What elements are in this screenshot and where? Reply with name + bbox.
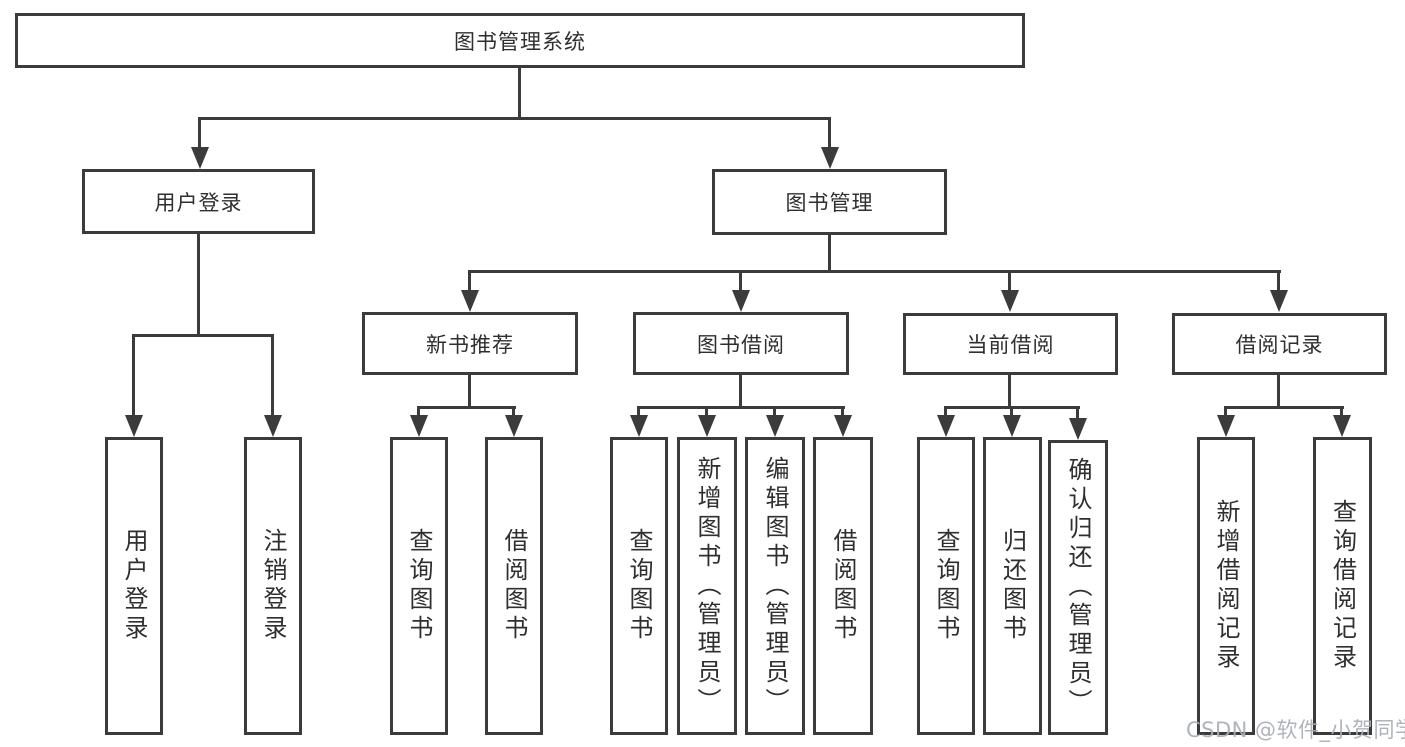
arrow-down-icon [264, 415, 282, 437]
connector-line [705, 406, 708, 418]
leaf-logout: 注销登录 [244, 437, 302, 735]
connector-line [739, 375, 742, 408]
connector-line [198, 117, 831, 120]
node-current-borrow: 当前借阅 [903, 313, 1118, 375]
connector-line [1008, 270, 1011, 292]
connector-line [1224, 406, 1344, 409]
leaf-user-login: 用户登录 [105, 437, 163, 735]
connector-line [468, 270, 1281, 273]
leaf-borrow-books-borrow: 借阅图书 [813, 437, 873, 735]
connector-line [1010, 406, 1013, 418]
arrow-down-icon [125, 415, 143, 437]
arrow-down-icon [1003, 415, 1021, 437]
arrow-down-icon [766, 415, 784, 437]
arrow-down-icon [1069, 418, 1087, 440]
leaf-confirm-return-admin: 确认归还（管理员） [1048, 440, 1108, 735]
connector-line [271, 334, 274, 416]
arrow-down-icon [191, 147, 209, 169]
connector-line [637, 406, 640, 418]
arrow-down-icon [630, 415, 648, 437]
connector-line [198, 117, 201, 150]
connector-line [828, 117, 831, 150]
arrow-down-icon [410, 415, 428, 437]
leaf-query-books-borrow: 查询图书 [610, 437, 668, 735]
connector-line [841, 406, 844, 418]
node-book-borrow: 图书借阅 [633, 312, 849, 375]
connector-line [1076, 406, 1079, 418]
node-book-management: 图书管理 [712, 169, 947, 235]
arrow-down-icon [821, 147, 839, 169]
arrow-down-icon [1217, 415, 1235, 437]
connector-line [468, 375, 471, 408]
connector-line [132, 334, 135, 416]
node-new-book-recommend: 新书推荐 [362, 312, 578, 375]
leaf-add-borrow-record: 新增借阅记录 [1197, 437, 1255, 735]
connector-line [132, 334, 274, 337]
leaf-return-books: 归还图书 [983, 437, 1042, 735]
connector-line [944, 406, 947, 418]
arrow-down-icon [1270, 290, 1288, 312]
connector-line [1340, 406, 1343, 418]
connector-line [417, 406, 516, 409]
arrow-down-icon [698, 415, 716, 437]
leaf-query-books-recommend: 查询图书 [390, 437, 448, 735]
leaf-query-books-current: 查询图书 [917, 437, 975, 735]
node-user-login: 用户登录 [82, 169, 315, 234]
leaf-borrow-books-recommend: 借阅图书 [485, 437, 543, 735]
arrow-down-icon [461, 290, 479, 312]
connector-line [1224, 406, 1227, 418]
node-borrow-records: 借阅记录 [1172, 313, 1387, 375]
connector-line [468, 270, 471, 292]
arrow-down-icon [732, 290, 750, 312]
leaf-edit-books-admin: 编辑图书（管理员） [745, 437, 805, 735]
leaf-query-borrow-record: 查询借阅记录 [1313, 437, 1372, 735]
arrow-down-icon [505, 415, 523, 437]
connector-line [1277, 375, 1280, 408]
connector-line [417, 406, 420, 418]
leaf-add-books-admin: 新增图书（管理员） [677, 437, 737, 735]
arrow-down-icon [937, 415, 955, 437]
arrow-down-icon [1333, 415, 1351, 437]
arrow-down-icon [1001, 290, 1019, 312]
connector-line [1008, 375, 1011, 408]
connector-line [773, 406, 776, 418]
node-root: 图书管理系统 [15, 13, 1025, 68]
connector-line [637, 406, 845, 409]
connector-line [1277, 270, 1280, 292]
watermark: CSDN @软件_小贺同学 [1186, 718, 1405, 742]
connector-line [512, 406, 515, 418]
arrow-down-icon [834, 415, 852, 437]
connector-line [739, 270, 742, 292]
connector-line [828, 235, 831, 273]
connector-line [197, 234, 200, 335]
connector-line [518, 68, 521, 118]
